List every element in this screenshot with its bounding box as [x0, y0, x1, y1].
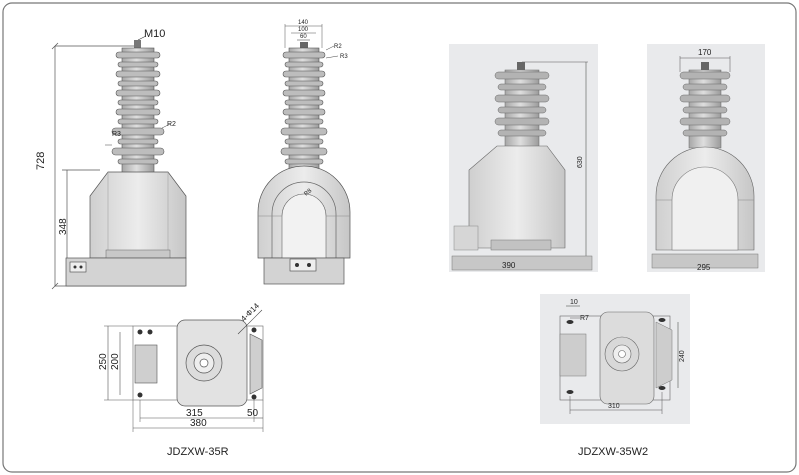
- label-m10: M10: [144, 28, 165, 40]
- label-r2-left: R2: [167, 121, 176, 128]
- label-r3-side: R3: [340, 54, 348, 60]
- dim-295: 295: [697, 263, 711, 272]
- model-label-left: JDZXW-35R: [167, 446, 229, 458]
- dim-10: 10: [570, 299, 578, 306]
- dim-315: 315: [186, 408, 203, 419]
- dim-60-top: 60: [300, 34, 307, 40]
- label-r2-side: R2: [334, 44, 342, 50]
- dim-200: 200: [110, 353, 121, 370]
- left-side-sheds: [280, 51, 328, 165]
- dim-250: 250: [98, 353, 109, 370]
- left-front-sheds: [111, 51, 165, 165]
- dim-390: 390: [502, 261, 516, 270]
- right-plan-view: 10 R7 240 310: [540, 294, 690, 424]
- left-front-view: 728 348 M10 R3 R2 60: [35, 28, 187, 290]
- dim-4-phi14: 4-Ф14: [239, 301, 261, 323]
- label-r3-left: R3: [112, 131, 121, 138]
- dim-630: 630: [577, 156, 584, 168]
- dim-348: 348: [58, 218, 69, 235]
- label-r7: R7: [580, 315, 589, 322]
- dim-140: 140: [298, 20, 309, 26]
- label-r-arch: R8: [303, 188, 313, 198]
- model-label-right: JDZXW-35W2: [578, 446, 648, 458]
- left-side-view: 140 100 60 R2 R3 R8: [257, 20, 351, 285]
- dim-100: 100: [298, 27, 309, 33]
- dim-310: 310: [608, 403, 620, 410]
- right-front-view: 630 390: [449, 44, 598, 272]
- dim-170: 170: [698, 48, 712, 57]
- left-plan-view: 4-Ф14 250 200 315 380 50: [98, 301, 264, 432]
- dim-380: 380: [190, 418, 207, 429]
- dim-240: 240: [679, 350, 686, 362]
- dim-728: 728: [35, 152, 47, 170]
- dim-50: 50: [247, 408, 259, 419]
- right-side-view: 170 295: [647, 44, 765, 272]
